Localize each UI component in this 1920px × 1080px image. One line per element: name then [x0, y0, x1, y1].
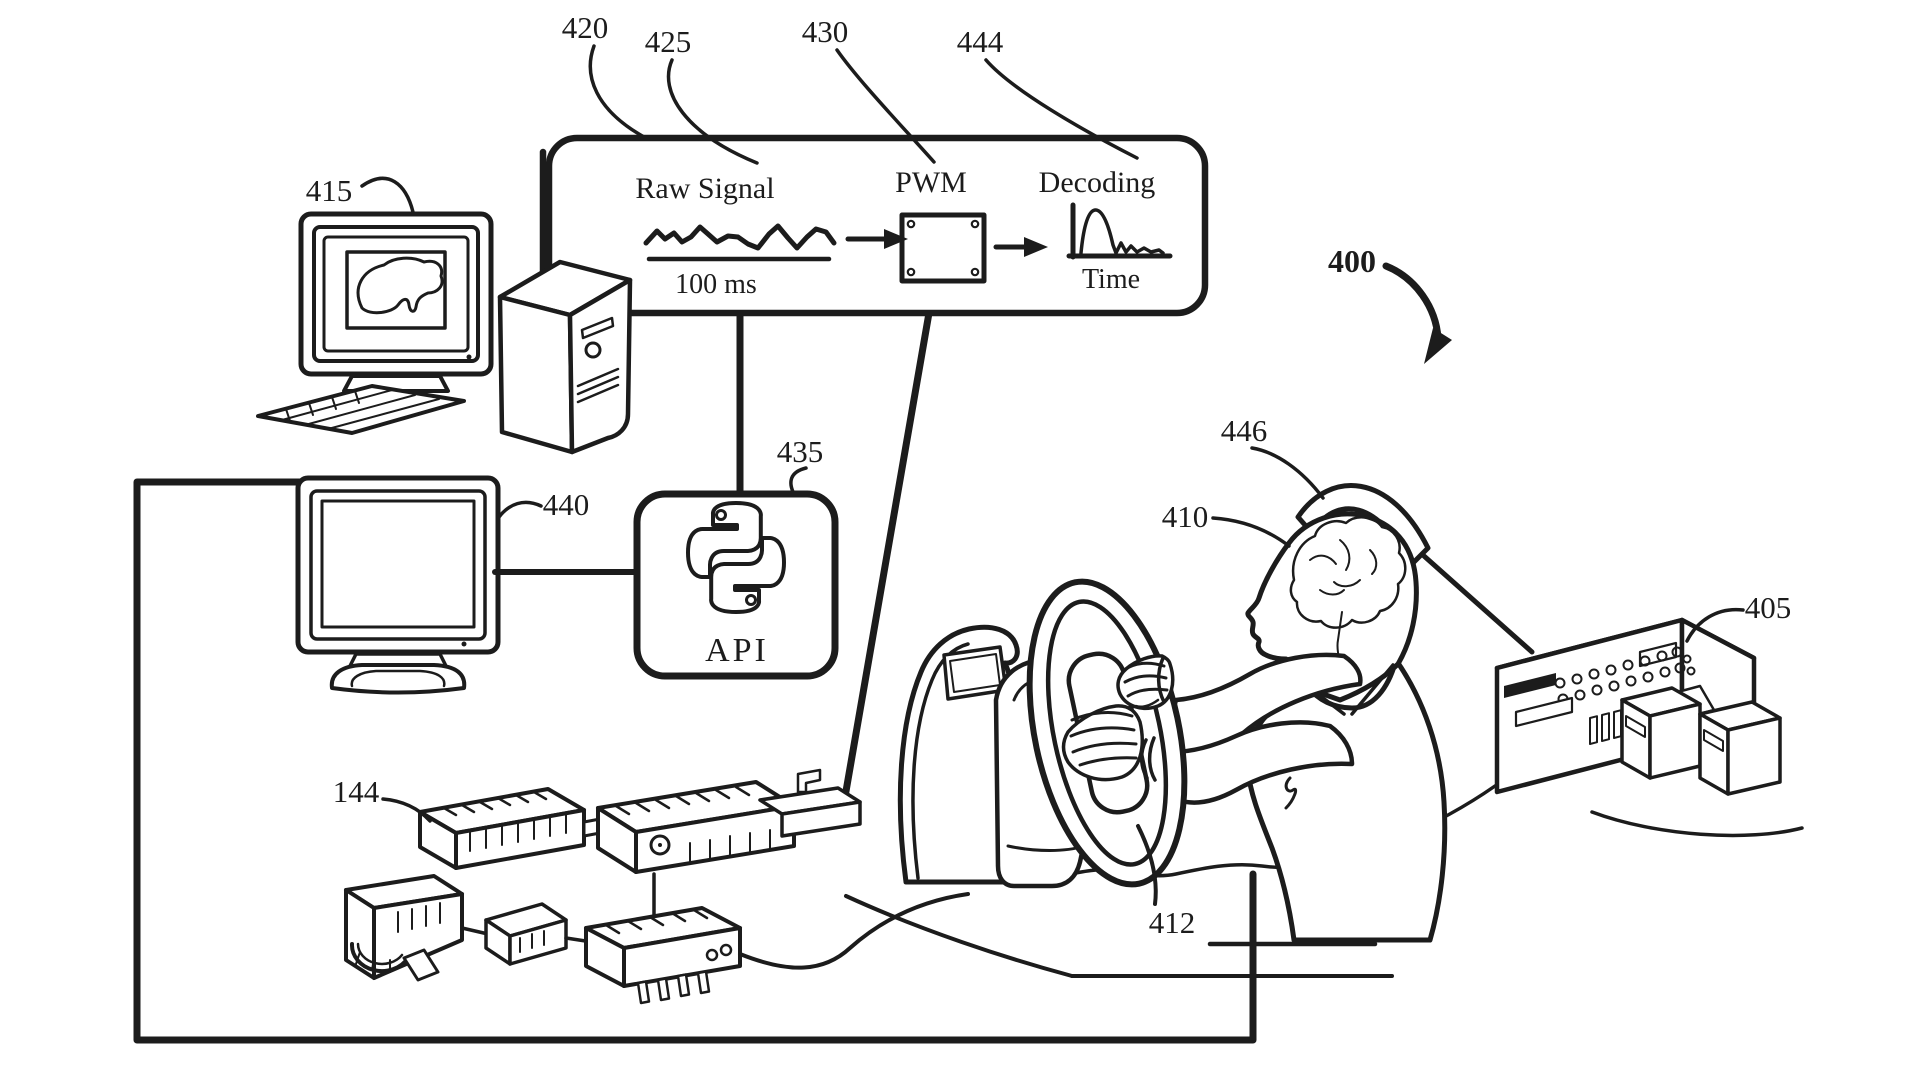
leader-440	[497, 500, 543, 519]
signal-box-144	[418, 787, 602, 870]
keyboard	[256, 384, 466, 435]
cable-412: 412	[1136, 824, 1196, 940]
monitor-440: 440	[295, 475, 590, 695]
interface-box	[596, 780, 796, 874]
ref-435: 435	[777, 434, 824, 469]
rack-display-2	[1514, 696, 1574, 728]
top-ref-labels: 420 425 430 444	[562, 10, 1139, 165]
leader-410	[1211, 516, 1291, 548]
sleeve-squiggle	[1284, 776, 1298, 810]
rack-side-box-2	[1698, 700, 1782, 796]
connector-lines	[539, 148, 1535, 824]
floor-cable-1	[738, 892, 970, 970]
ref-425: 425	[645, 24, 692, 59]
wire-camera-to-adapter	[460, 926, 490, 936]
headrest-band	[1295, 483, 1431, 569]
ref-446: 446	[1221, 413, 1268, 448]
blank-screen	[320, 499, 476, 629]
ref-405: 405	[1745, 590, 1792, 625]
leader-425	[666, 58, 759, 165]
driver-hands	[1061, 654, 1175, 782]
leader-430	[835, 48, 936, 164]
lever	[796, 768, 822, 794]
screen	[345, 250, 447, 330]
adapter-box	[484, 902, 568, 966]
processing-box: Raw Signal 100 ms PWM Decoding Time	[545, 134, 1209, 317]
pins	[636, 970, 711, 1005]
raw-signal-label: Raw Signal	[635, 172, 774, 205]
ref-144: 144	[333, 774, 380, 809]
wire-headrest-to-rack	[1421, 553, 1535, 655]
processing-box-outline	[545, 134, 1209, 317]
brain-icon	[356, 256, 444, 315]
ref-420: 420	[562, 10, 609, 45]
system-arrow-shaft	[1382, 262, 1442, 342]
lens	[349, 942, 410, 974]
wheel-cable	[1136, 824, 1158, 906]
lever-platform	[758, 768, 862, 838]
tower-slot	[580, 316, 615, 340]
leader-144	[381, 797, 432, 823]
breakout-box	[584, 906, 742, 1005]
api-label: API	[705, 632, 769, 669]
foot	[402, 948, 440, 982]
pwm-board-icon	[899, 212, 987, 284]
wire-box420-to-simulator	[837, 309, 933, 824]
api-box: API 435	[633, 434, 839, 680]
arrow-2-head	[1024, 237, 1048, 257]
power-led	[466, 354, 472, 360]
tower-button	[584, 341, 602, 359]
arrow-1-head	[884, 229, 908, 249]
pwm-label: PWM	[895, 166, 967, 199]
power-led	[461, 641, 467, 647]
decoding-plot-icon	[1066, 202, 1173, 260]
rack-side-box-1	[1620, 686, 1702, 780]
wrist-upper	[1156, 656, 1166, 704]
pwm-board	[899, 212, 987, 284]
system-ref-400: 400	[1328, 243, 1452, 364]
python-logo-icon	[686, 501, 786, 614]
leader-405	[1685, 607, 1745, 643]
equipment-rack: 405	[1494, 590, 1804, 838]
signal-trace-icon	[643, 223, 837, 251]
wiring-border	[133, 478, 1257, 1044]
rack-slot-1	[1504, 673, 1556, 698]
leader-446	[1250, 446, 1325, 500]
tower-pc	[497, 259, 633, 455]
tower-vents	[576, 367, 620, 404]
ref-415: 415	[306, 173, 353, 208]
leader-444	[984, 58, 1139, 160]
rack-ground-line	[1590, 810, 1804, 838]
decoding-label: Decoding	[1039, 166, 1156, 199]
base	[329, 663, 467, 695]
scale-bar-label: 100 ms	[675, 269, 757, 300]
system-arrow-head	[1424, 328, 1452, 364]
leader-415	[360, 176, 415, 214]
ref-440: 440	[543, 487, 590, 522]
border-wire	[133, 478, 1257, 1044]
ref-444: 444	[957, 24, 1004, 59]
camera-device	[344, 874, 464, 982]
ref-430: 430	[802, 14, 849, 49]
ref-410: 410	[1162, 499, 1209, 534]
time-axis-label: Time	[1082, 264, 1140, 295]
leader-420	[588, 44, 646, 139]
crt-monitor-415	[298, 211, 494, 393]
ref-412: 412	[1149, 905, 1196, 940]
computer-415: 415	[256, 173, 633, 455]
signal-equipment: 144	[333, 768, 1074, 1005]
wrist-lower	[1139, 736, 1157, 782]
floor-cable-2	[844, 894, 1074, 978]
driver-figure: 410 446	[1162, 413, 1448, 943]
ref-400: 400	[1328, 243, 1376, 279]
leader-435	[789, 466, 808, 496]
